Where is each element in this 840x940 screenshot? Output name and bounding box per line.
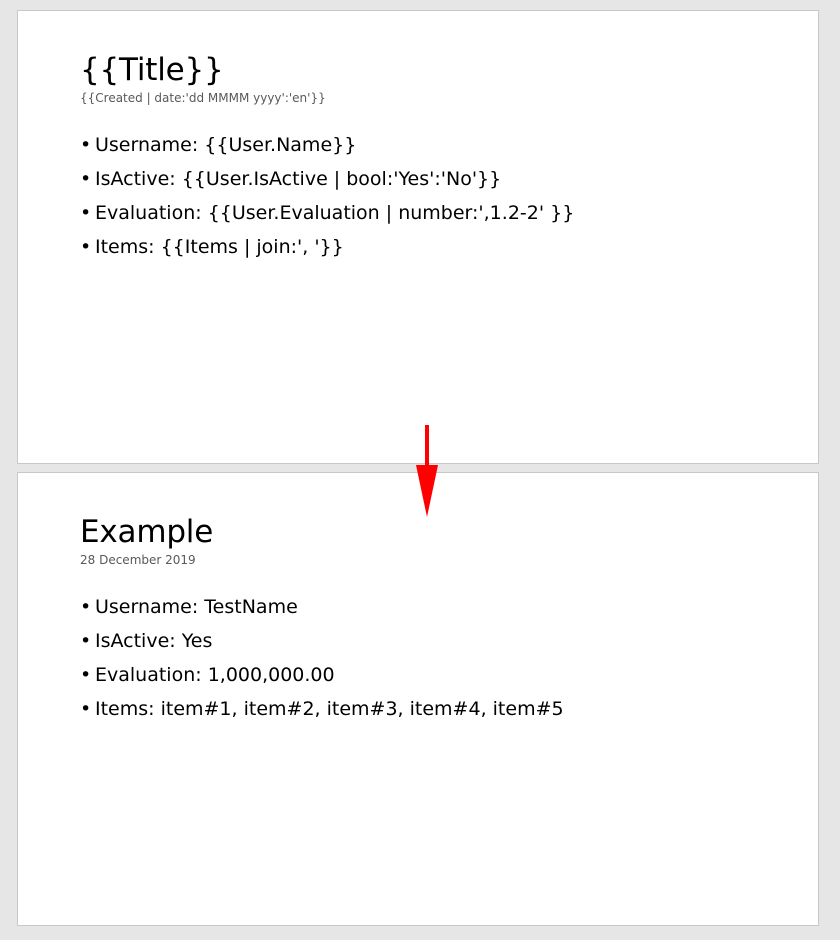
bullet: •	[80, 596, 92, 618]
result-title: Example	[80, 514, 214, 550]
template-field-username: •Username: {{User.Name}}	[80, 128, 798, 162]
result-field-items: •Items: item#1, item#2, item#3, item#4, …	[80, 692, 798, 726]
bullet: •	[80, 630, 92, 652]
bullet: •	[80, 236, 92, 258]
result-field-isactive: •IsActive: Yes	[80, 624, 798, 658]
result-field-items-text: Items: item#1, item#2, item#3, item#4, i…	[95, 698, 564, 720]
bullet: •	[80, 134, 92, 156]
result-field-isactive-text: IsActive: Yes	[95, 630, 213, 652]
bullet: •	[80, 664, 92, 686]
result-field-username: •Username: TestName	[80, 590, 798, 624]
template-field-list: •Username: {{User.Name}} •IsActive: {{Us…	[80, 128, 798, 264]
arrow-head	[416, 465, 438, 517]
bullet: •	[80, 202, 92, 224]
arrow-shaft	[425, 425, 429, 469]
bullet: •	[80, 698, 92, 720]
result-content: Example 28 December 2019 •Username: Test…	[80, 513, 798, 726]
result-document-page: Example 28 December 2019 •Username: Test…	[17, 472, 819, 926]
template-field-username-text: Username: {{User.Name}}	[95, 134, 357, 156]
template-field-items: •Items: {{Items | join:', '}}	[80, 230, 798, 264]
template-date: {{Created | date:'dd MMMM yyyy':'en'}}	[80, 91, 326, 105]
bullet: •	[80, 168, 92, 190]
template-content: {{Title}} {{Created | date:'dd MMMM yyyy…	[80, 51, 798, 264]
result-date: 28 December 2019	[80, 553, 196, 567]
template-field-isactive-text: IsActive: {{User.IsActive | bool:'Yes':'…	[95, 168, 502, 190]
down-arrow-icon	[416, 425, 438, 517]
result-field-list: •Username: TestName •IsActive: Yes •Eval…	[80, 590, 798, 726]
template-document-page: {{Title}} {{Created | date:'dd MMMM yyyy…	[17, 10, 819, 464]
result-field-username-text: Username: TestName	[95, 596, 298, 618]
template-title: {{Title}}	[80, 52, 224, 88]
template-field-evaluation-text: Evaluation: {{User.Evaluation | number:'…	[95, 202, 575, 224]
template-field-items-text: Items: {{Items | join:', '}}	[95, 236, 344, 258]
template-field-isactive: •IsActive: {{User.IsActive | bool:'Yes':…	[80, 162, 798, 196]
template-field-evaluation: •Evaluation: {{User.Evaluation | number:…	[80, 196, 798, 230]
result-field-evaluation: •Evaluation: 1,000,000.00	[80, 658, 798, 692]
result-field-evaluation-text: Evaluation: 1,000,000.00	[95, 664, 335, 686]
